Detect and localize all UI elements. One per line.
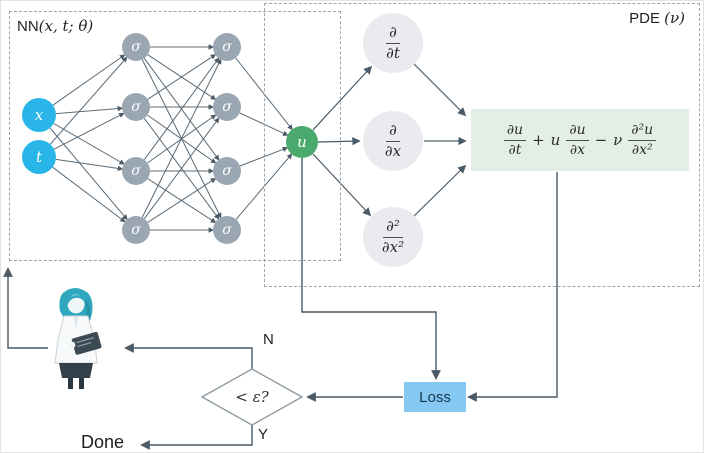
- d2dx2-numerator: ∂²: [383, 218, 403, 238]
- ddx-denominator: ∂x: [384, 141, 402, 160]
- hidden-node-sigma: σ: [213, 93, 241, 121]
- input-node-x: x: [22, 98, 56, 132]
- output-node-u: u: [286, 126, 318, 158]
- scientist-tablet: [71, 331, 102, 355]
- pde-box-title-args: (ν): [664, 9, 685, 27]
- term1-den: ∂t: [508, 141, 522, 158]
- ddt-denominator: ∂t: [386, 43, 400, 62]
- hidden-node-sigma: σ: [213, 33, 241, 61]
- scientist-leg: [79, 378, 84, 389]
- scientist-figure: [54, 288, 102, 389]
- branch-no-label: N: [263, 331, 274, 348]
- scientist-face: [67, 294, 85, 314]
- pde-box-title: PDE (ν): [629, 9, 685, 27]
- d2dx2-denominator: ∂x²: [381, 237, 405, 256]
- ddx-numerator: ∂: [386, 122, 400, 142]
- operator-d2dx2: ∂²∂x²: [363, 207, 423, 267]
- plus-operator: +: [532, 131, 545, 149]
- term3-num: ∂²u: [628, 122, 657, 141]
- pde-residual-box: ∂u∂t + u ∂u∂x − ν ∂²u∂x²: [471, 109, 689, 171]
- condition-label: < ε?: [235, 388, 269, 406]
- hidden-node-sigma: σ: [122, 93, 150, 121]
- hidden-node-sigma: σ: [122, 157, 150, 185]
- flow-edges: [3, 158, 558, 450]
- hidden-node-sigma: σ: [213, 157, 241, 185]
- term3-den: ∂x²: [631, 141, 653, 158]
- ddt-numerator: ∂: [386, 24, 400, 44]
- coef-nu: ν: [613, 131, 623, 149]
- scientist-skirt: [59, 363, 93, 378]
- minus-operator: −: [594, 131, 608, 149]
- scientist-coat-lapel: [74, 316, 78, 329]
- hidden-node-sigma: σ: [213, 216, 241, 244]
- loss-box: Loss: [404, 382, 466, 412]
- nn-box-title: NN(x, t; θ): [17, 17, 93, 35]
- nn-box-title-main: NN: [17, 18, 39, 35]
- nn-box-title-args: (x, t; θ): [38, 17, 94, 35]
- term2-num: ∂u: [566, 122, 589, 141]
- scientist-hair-front: [66, 294, 88, 307]
- scientist-leg: [68, 378, 73, 389]
- done-label: Done: [81, 432, 125, 452]
- scientist-hand: [68, 341, 76, 349]
- hidden-node-sigma: σ: [122, 216, 150, 244]
- operator-ddt: ∂∂t: [363, 13, 423, 73]
- term1-num: ∂u: [503, 122, 527, 141]
- hidden-node-sigma: σ: [122, 33, 150, 61]
- coef-u: u: [550, 131, 561, 149]
- nn-mesh-edges: [49, 44, 293, 233]
- scientist-hair-side: [85, 299, 91, 319]
- decision-diamond: [200, 368, 304, 426]
- pde-operator-edges: [312, 63, 467, 217]
- input-node-t: t: [22, 140, 56, 174]
- term2-den: ∂x: [569, 141, 586, 158]
- pde-box-title-main: PDE: [629, 10, 660, 27]
- branch-yes-label: Y: [258, 426, 269, 443]
- operator-ddx: ∂∂x: [363, 111, 423, 171]
